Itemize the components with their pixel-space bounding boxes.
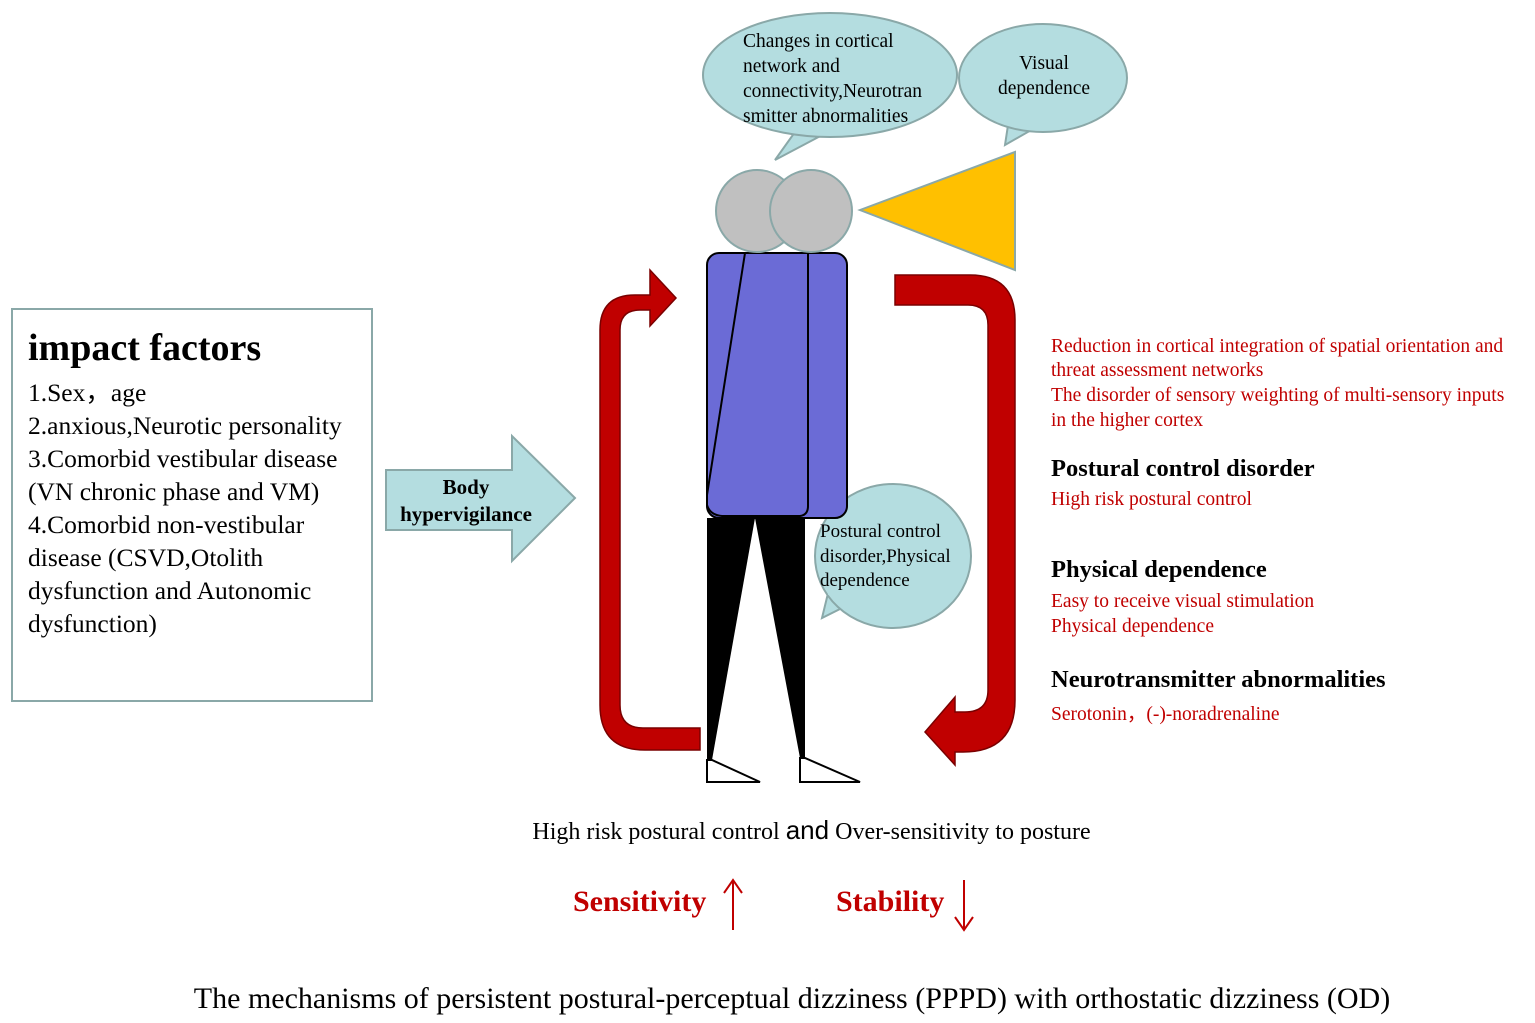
sensitivity-label: Sensitivity	[573, 885, 707, 918]
impact-factors-box	[11, 308, 373, 702]
up-arrow-icon	[723, 878, 743, 930]
factor-line: 3.Comorbid vestibular disease	[28, 444, 338, 473]
reduction-text: threat assessment networks	[1051, 360, 1264, 381]
bubble-cortical-text: Changes in cortical network and connecti…	[743, 29, 943, 129]
factor-line: disease (CSVD,Otolith	[28, 543, 264, 572]
factor-line: 4.Comorbid non-vestibular	[28, 510, 305, 539]
impact-factors-title: impact factors	[28, 327, 262, 369]
physical-dependence-detail: Physical dependence	[1051, 616, 1214, 637]
neurotransmitter-detail: Serotonin，(-)-noradrenaline	[1051, 704, 1280, 725]
hypervigilance-arrow-icon	[385, 433, 577, 564]
summary-part: Over-sensitivity to posture	[829, 819, 1091, 845]
summary-and: and	[785, 815, 830, 845]
torso-icon	[706, 252, 848, 519]
bubble-line: smitter abnormalities	[743, 106, 909, 127]
bubble-visual-shape	[958, 23, 1128, 147]
factor-line: 2.anxious,Neurotic personality	[28, 411, 342, 440]
physical-dependence-detail: Easy to receive visual stimulation	[1051, 591, 1315, 612]
down-arrow-icon	[954, 880, 974, 932]
body-hypervigilance-label: Body hypervigilance	[388, 474, 544, 528]
bubble-line: network and	[743, 56, 840, 77]
cycle-arrow-left-icon	[599, 268, 701, 751]
bubble-line: Changes in cortical	[743, 31, 894, 52]
head-circles-icon	[715, 169, 853, 253]
postural-disorder-heading: Postural control disorder	[1051, 455, 1315, 482]
bubble-line: dependence	[820, 570, 910, 591]
factor-line: (VN chronic phase and VM)	[28, 477, 320, 506]
factor-line: 1.Sex，age	[28, 378, 147, 407]
postural-disorder-detail: High risk postural control	[1051, 489, 1252, 510]
bubble-postural-shape	[814, 483, 972, 629]
bubble-postural-text: Postural control disorder,Physical depen…	[820, 520, 970, 594]
factor-line: dysfunction and Autonomic	[28, 576, 312, 605]
reduction-text: Reduction in cortical integration of spa…	[1051, 336, 1504, 357]
sensory-weighting-text: The disorder of sensory weighting of mul…	[1051, 385, 1505, 406]
bubble-line: Postural control	[820, 521, 941, 542]
neurotransmitter-heading: Neurotransmitter abnormalities	[1051, 666, 1386, 693]
stability-label: Stability	[836, 885, 945, 918]
factor-line: dysfunction)	[28, 609, 157, 638]
bubble-visual-text: Visual dependence	[990, 51, 1098, 101]
bubble-cortical-shape	[702, 12, 958, 161]
bubble-line: connectivity,Neurotran	[743, 81, 923, 102]
impact-factors-list: 1.Sex，age 2.anxious,Neurotic personality…	[28, 376, 373, 640]
arrow-label-line: hypervigilance	[400, 502, 532, 526]
summary-line: High risk postural control and Over-sens…	[0, 815, 1535, 846]
sensory-weighting-text: in the higher cortex	[1051, 410, 1204, 431]
cycle-arrow-right-icon	[894, 274, 1016, 767]
bubble-line: dependence	[997, 78, 1091, 99]
visual-triangle-icon	[857, 150, 1016, 272]
bubble-line: disorder,Physical	[820, 545, 951, 567]
summary-part: High risk postural control	[532, 819, 786, 845]
legs-icon	[706, 518, 861, 783]
bubble-line: Visual	[1019, 53, 1069, 74]
diagram-title: The mechanisms of persistent postural-pe…	[193, 982, 1391, 1015]
arrow-label-line: Body	[442, 475, 490, 499]
physical-dependence-heading: Physical dependence	[1051, 556, 1267, 583]
